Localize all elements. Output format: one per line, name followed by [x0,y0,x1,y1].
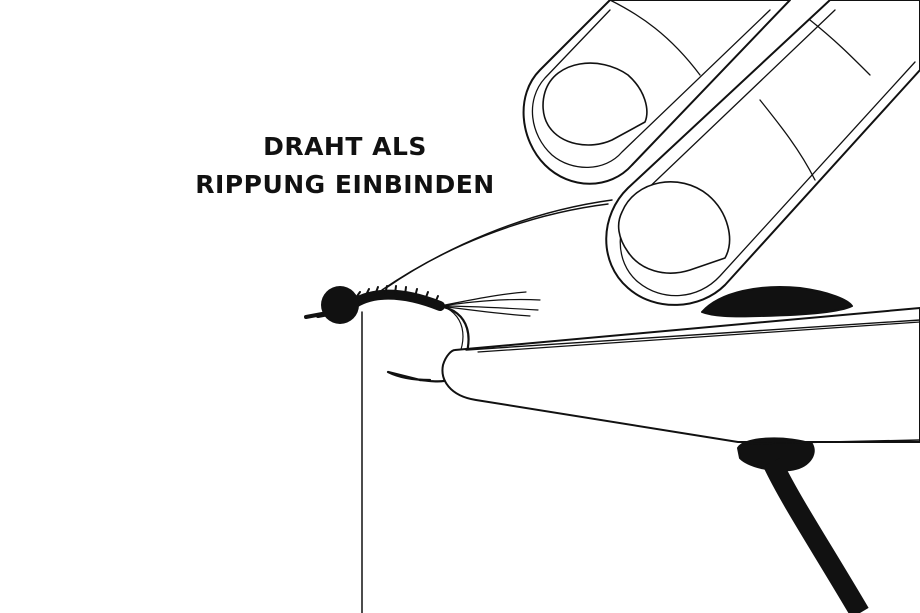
fly-body [347,285,445,311]
wire [381,203,609,291]
caption-line-2: RIPPUNG EINBINDEN [195,170,495,199]
front-fingernail [617,181,731,274]
vise-lever-arm [762,457,869,613]
tail-fibers [439,291,541,317]
vise-lever-knob [737,437,815,472]
vise-clamp-top [701,286,853,318]
caption-line-1: DRAHT ALS [263,132,427,161]
back-fingernail [542,62,648,146]
instruction-caption: DRAHT ALS RIPPUNG EINBINDEN [170,128,520,204]
bead-head [321,286,359,324]
vise-jaw [441,307,920,443]
back-finger [522,0,791,185]
front-finger [605,0,920,306]
